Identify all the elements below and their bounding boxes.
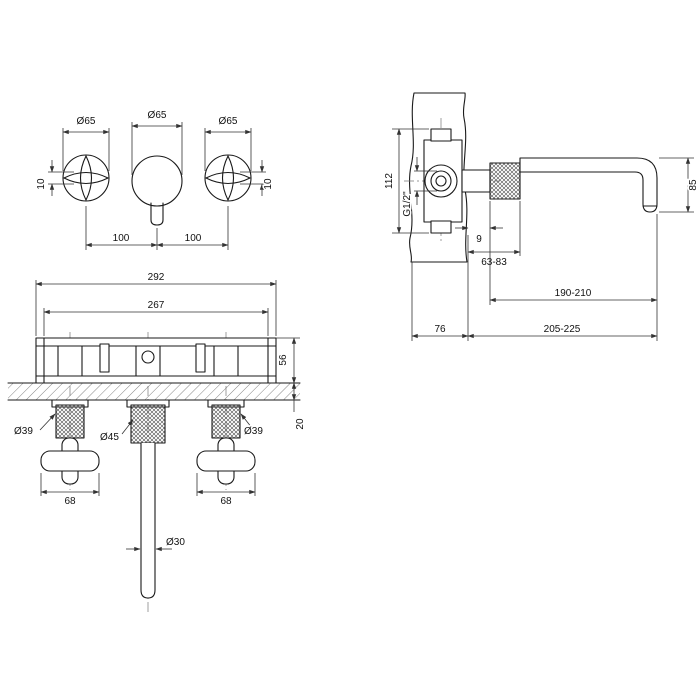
dim-label: G1/2": [402, 191, 413, 217]
dim-spout-reach: 190-210: [489, 214, 658, 341]
right-cross-handle: [204, 154, 252, 202]
left-valve-trim: [40, 399, 100, 485]
dim-label: Ø39: [244, 426, 263, 437]
dim-label: 205-225: [544, 324, 581, 335]
dim-label: Ø65: [219, 116, 238, 127]
dim-label: 112: [384, 173, 395, 189]
rough-in-body: [35, 337, 277, 384]
dim-left-handle-width: 68: [40, 473, 100, 509]
dim-label: 9: [476, 234, 482, 245]
spout-rosette: [131, 155, 183, 226]
dim-label: 100: [113, 233, 130, 244]
dim-spout-escutcheon-diameter: Ø45: [99, 419, 134, 445]
dim-label: 56: [278, 354, 289, 366]
left-cross-handle: [62, 154, 110, 202]
dim-label: 292: [148, 272, 165, 283]
dim-label: Ø45: [100, 432, 119, 443]
dim-handle-pitch: 100 100: [85, 206, 229, 250]
dim-label: Ø39: [14, 426, 33, 437]
dim-left-valve-diameter: Ø39: [13, 413, 56, 439]
dim-label: 100: [185, 233, 202, 244]
dim-right-handle-thickness: 10: [240, 160, 276, 196]
dim-valve-body-height: 112: [383, 128, 429, 234]
dim-wall-thickness: 20: [291, 382, 308, 431]
dim-label: Ø65: [148, 110, 167, 121]
dim-label: 20: [295, 418, 306, 430]
progressive-handle-and-spout: [461, 157, 658, 213]
dim-left-handle-thickness: 10: [35, 160, 74, 196]
dim-label: 68: [64, 496, 76, 507]
dim-label: 10: [263, 178, 274, 190]
right-valve-trim: [196, 399, 256, 485]
dim-wall-depth: 76: [411, 256, 469, 341]
spout-trim: [126, 399, 170, 599]
dim-label: 63-83: [481, 257, 507, 268]
dim-label: Ø65: [77, 116, 96, 127]
dim-spout-rosette-diameter: Ø65: [131, 109, 183, 175]
dim-left-handle-diameter: Ø65: [62, 115, 110, 171]
dim-overall-width: 292: [35, 271, 277, 336]
dim-face-gap: 9: [455, 201, 503, 247]
dim-depth-adjust: 63-83: [467, 201, 521, 270]
dim-right-valve-diameter: Ø39: [240, 413, 265, 439]
built-in-valve-body: [423, 128, 463, 234]
dim-spout-tube-diameter: Ø30: [126, 536, 187, 552]
trim-front-view: Ø65 Ø65 Ø65 10 10: [35, 109, 276, 250]
dim-label: 85: [688, 179, 699, 191]
dim-body-height: 56: [276, 337, 300, 384]
wall-section-side: [408, 92, 468, 263]
dim-right-handle-width: 68: [196, 473, 256, 509]
dim-label: 267: [148, 300, 165, 311]
dim-body-width: 267: [43, 299, 269, 336]
dim-label: 68: [220, 496, 232, 507]
dim-label: 76: [434, 324, 446, 335]
dim-label: Ø30: [166, 537, 185, 548]
dim-label: 10: [36, 178, 47, 190]
side-section-view: 112 G1/2" 9 63-83 85: [383, 92, 700, 341]
rough-in-front-view: 292 267 56 20 Ø39 Ø45 Ø39: [7, 271, 308, 615]
dim-total-depth: 205-225: [467, 323, 658, 339]
dim-right-handle-diameter: Ø65: [204, 115, 252, 171]
dim-spout-drop: 85: [659, 157, 700, 213]
wall-section-front: [7, 382, 301, 401]
dim-label: 190-210: [555, 288, 592, 299]
dim-inlet-thread: G1/2": [401, 157, 437, 218]
